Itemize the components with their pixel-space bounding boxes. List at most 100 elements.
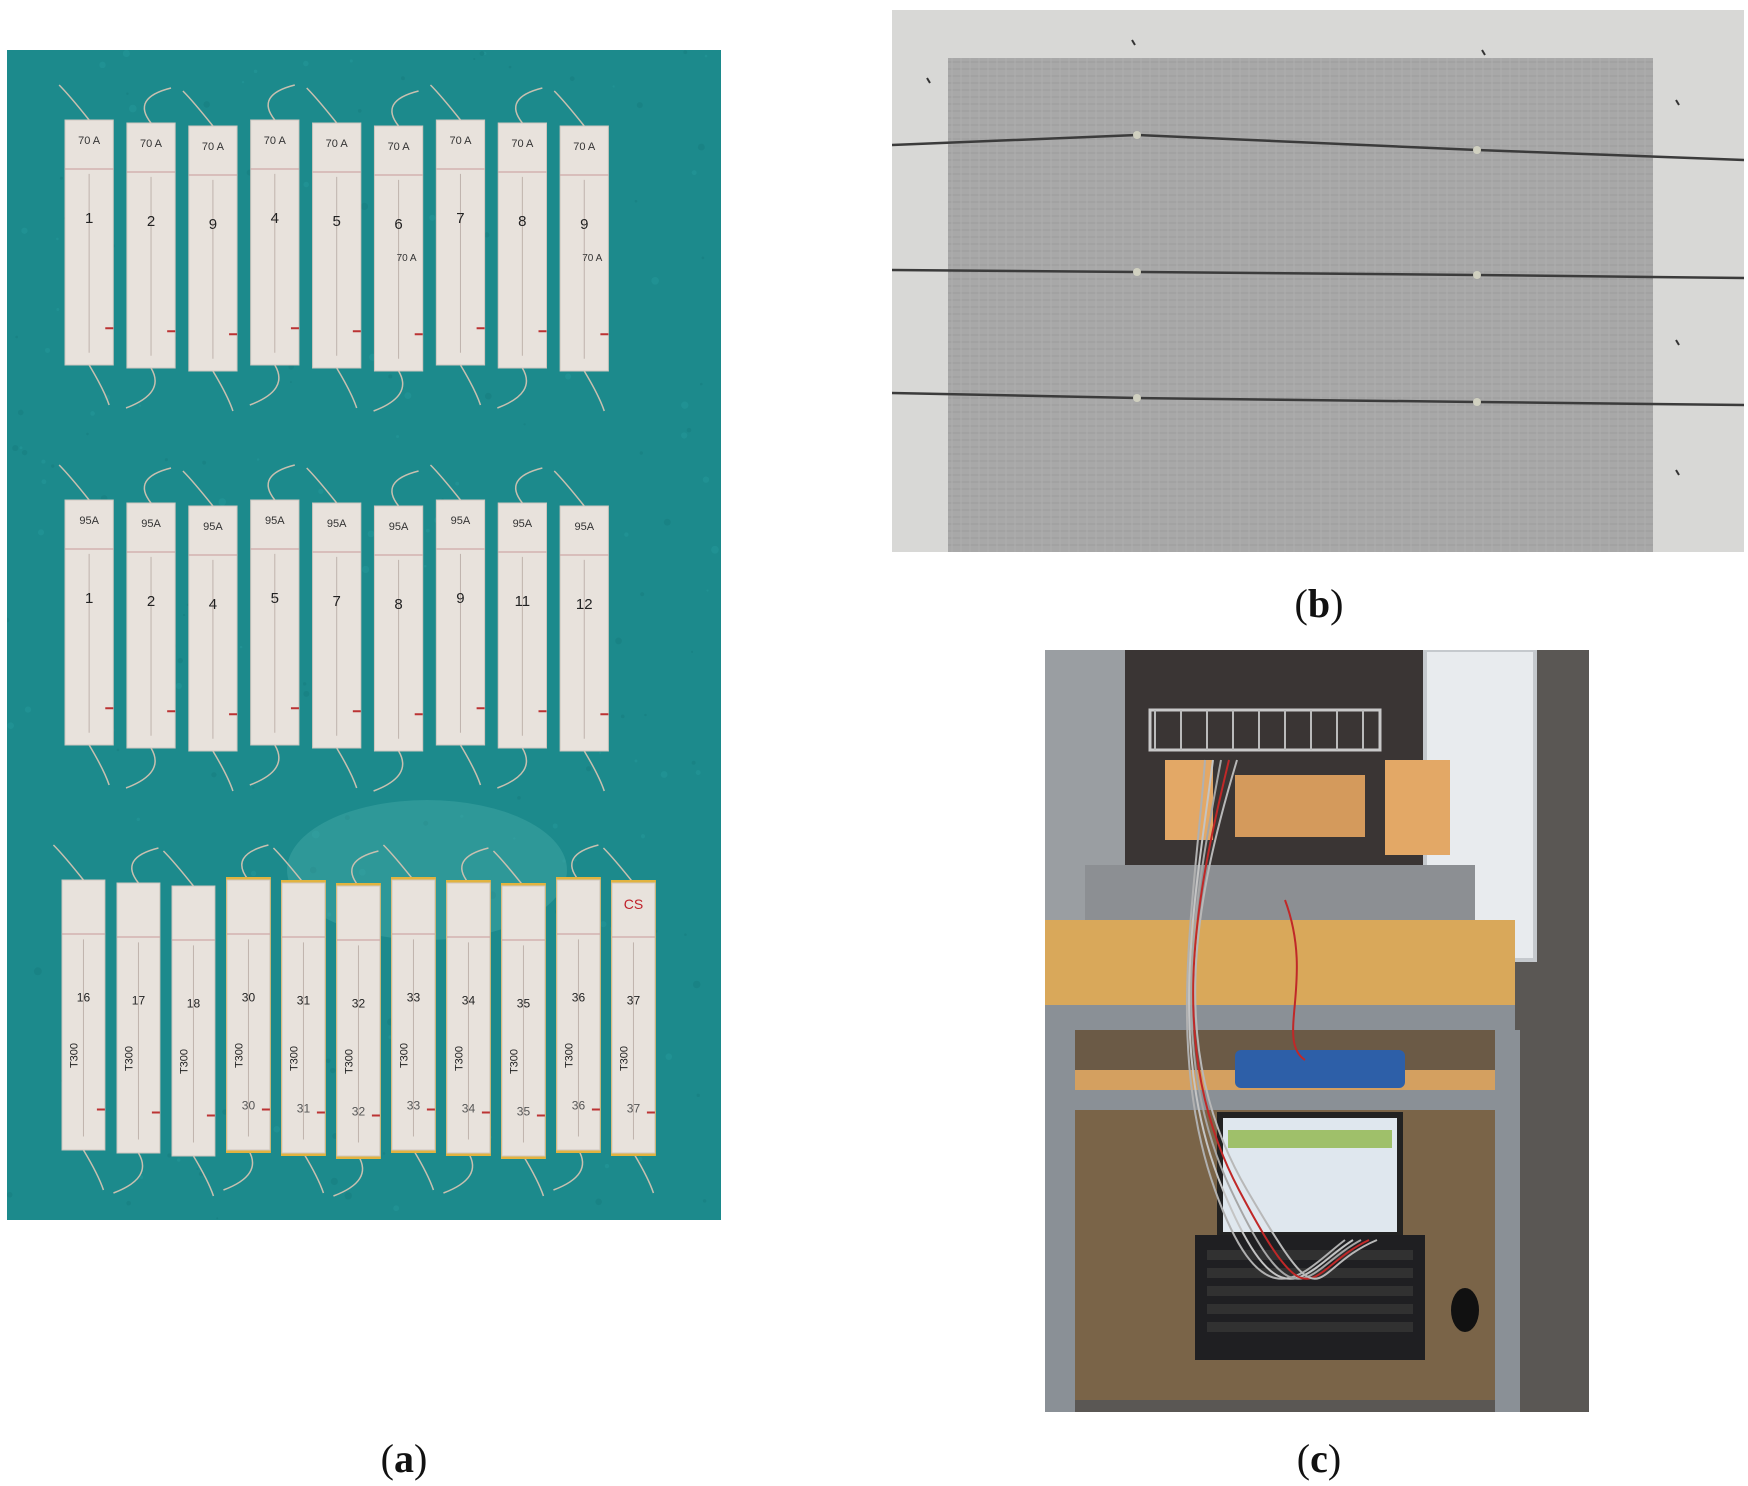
strip-number: 9 <box>456 590 464 607</box>
strip-top-label: 95A <box>574 521 594 533</box>
sensor-node <box>1473 271 1481 279</box>
lead-wire <box>522 1155 545 1197</box>
strip-top-label: 95A <box>265 515 285 527</box>
lead-wire <box>602 847 635 884</box>
strip-red-mark: CS <box>624 896 643 912</box>
strip-number: 9 <box>580 216 588 233</box>
strip-side-label: T300 <box>123 1046 135 1071</box>
specimen-strip: 95A 11 <box>497 467 547 789</box>
lead-wire <box>336 747 358 789</box>
pin-mark <box>926 77 931 84</box>
lead-wire <box>515 87 543 124</box>
strip-top-label: 70 A <box>202 141 225 153</box>
photo-setup <box>1045 650 1589 1412</box>
key-row <box>1207 1286 1413 1296</box>
lead-wire <box>391 470 419 507</box>
strip-bottom-label: 34 <box>462 1102 476 1116</box>
strip-number: 30 <box>242 991 256 1005</box>
setup-image <box>1045 650 1589 1412</box>
lead-wire <box>143 467 172 504</box>
lead-wire <box>267 84 295 121</box>
lead-wire <box>373 750 404 792</box>
strip-number: 4 <box>271 210 279 227</box>
lead-wire <box>412 1149 435 1191</box>
table-top <box>1045 920 1515 1005</box>
lead-wire <box>583 370 605 412</box>
strip-top-label: 95A <box>327 518 347 530</box>
strip-side-label: T300 <box>618 1046 630 1071</box>
pin-mark <box>1675 99 1680 106</box>
lead-wire <box>272 847 305 884</box>
lead-wire <box>192 1155 215 1197</box>
lead-wire <box>131 847 159 884</box>
lead-wire <box>333 1155 364 1197</box>
strip-bottom-label: 30 <box>242 1099 256 1113</box>
lead-wire <box>497 367 528 409</box>
photo-sheet <box>892 10 1744 552</box>
lead-wire <box>443 1152 474 1194</box>
strip-number: 16 <box>77 991 91 1005</box>
strip-top-label: 70 A <box>573 141 596 153</box>
sensor-wire <box>892 268 1744 280</box>
strip-top-label: 95A <box>513 518 533 530</box>
lead-wire <box>515 467 543 504</box>
lead-wire <box>382 844 415 881</box>
cart-frame <box>1045 1005 1515 1030</box>
lead-wire <box>583 750 605 792</box>
strip-number: 1 <box>85 210 93 227</box>
sensor-node <box>1473 398 1481 406</box>
specimen-strip: 95A 9 <box>429 464 486 786</box>
strip-top-label: 70 A <box>140 138 163 150</box>
strip-sub-label: 70 A <box>397 253 417 264</box>
lead-wire <box>553 470 585 507</box>
strip-number: 4 <box>209 596 217 613</box>
strip-bottom-label: 35 <box>517 1105 531 1119</box>
strip-side-label: T300 <box>563 1043 575 1068</box>
key-row <box>1207 1250 1413 1260</box>
sensor-node <box>1133 268 1141 276</box>
pin-mark <box>1675 469 1680 476</box>
strip-number: 7 <box>456 210 464 227</box>
key-row <box>1207 1322 1413 1332</box>
sensor-wire <box>892 391 1744 407</box>
strip-number: 5 <box>271 590 279 607</box>
lead-wire <box>429 84 462 121</box>
lead-wire <box>492 850 525 887</box>
lead-wire <box>182 90 214 127</box>
lead-wire <box>267 464 295 501</box>
wire-rack <box>1148 708 1382 752</box>
strip-top-label: 95A <box>451 515 471 527</box>
lead-wire <box>553 1149 584 1191</box>
strip-bottom-label: 37 <box>627 1102 641 1116</box>
lead-wire <box>306 87 338 124</box>
lead-wire <box>182 470 214 507</box>
strip-number: 8 <box>394 596 402 613</box>
lead-wire <box>351 850 379 887</box>
lead-wire <box>461 847 489 884</box>
pin-mark <box>1481 49 1486 56</box>
strip-number: 11 <box>515 593 531 610</box>
strip-number: 17 <box>132 994 146 1008</box>
lead-wire <box>391 90 419 127</box>
lead-wire <box>249 744 280 786</box>
strip-top-label: 70 A <box>264 135 287 147</box>
specimen-strip: 95A 5 <box>249 464 300 786</box>
specimen-strip: 70 A2 <box>125 87 176 409</box>
caption-c: (c) <box>1296 1436 1342 1481</box>
strip-bottom-label: 32 <box>352 1105 366 1119</box>
daq-device <box>1235 1050 1405 1088</box>
key-row <box>1207 1304 1413 1314</box>
lead-wire <box>52 844 85 881</box>
sensor-node <box>1133 394 1141 402</box>
